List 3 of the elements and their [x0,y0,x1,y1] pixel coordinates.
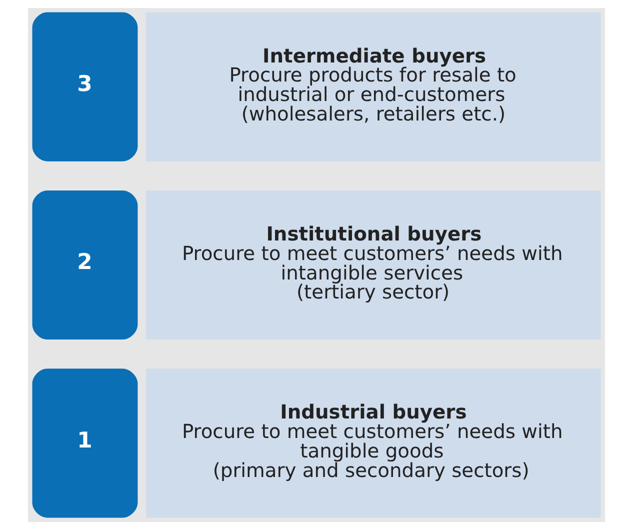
node-box: 1 [32,368,138,518]
node-box: 2 [32,190,138,340]
node-box: 3 [32,12,138,162]
